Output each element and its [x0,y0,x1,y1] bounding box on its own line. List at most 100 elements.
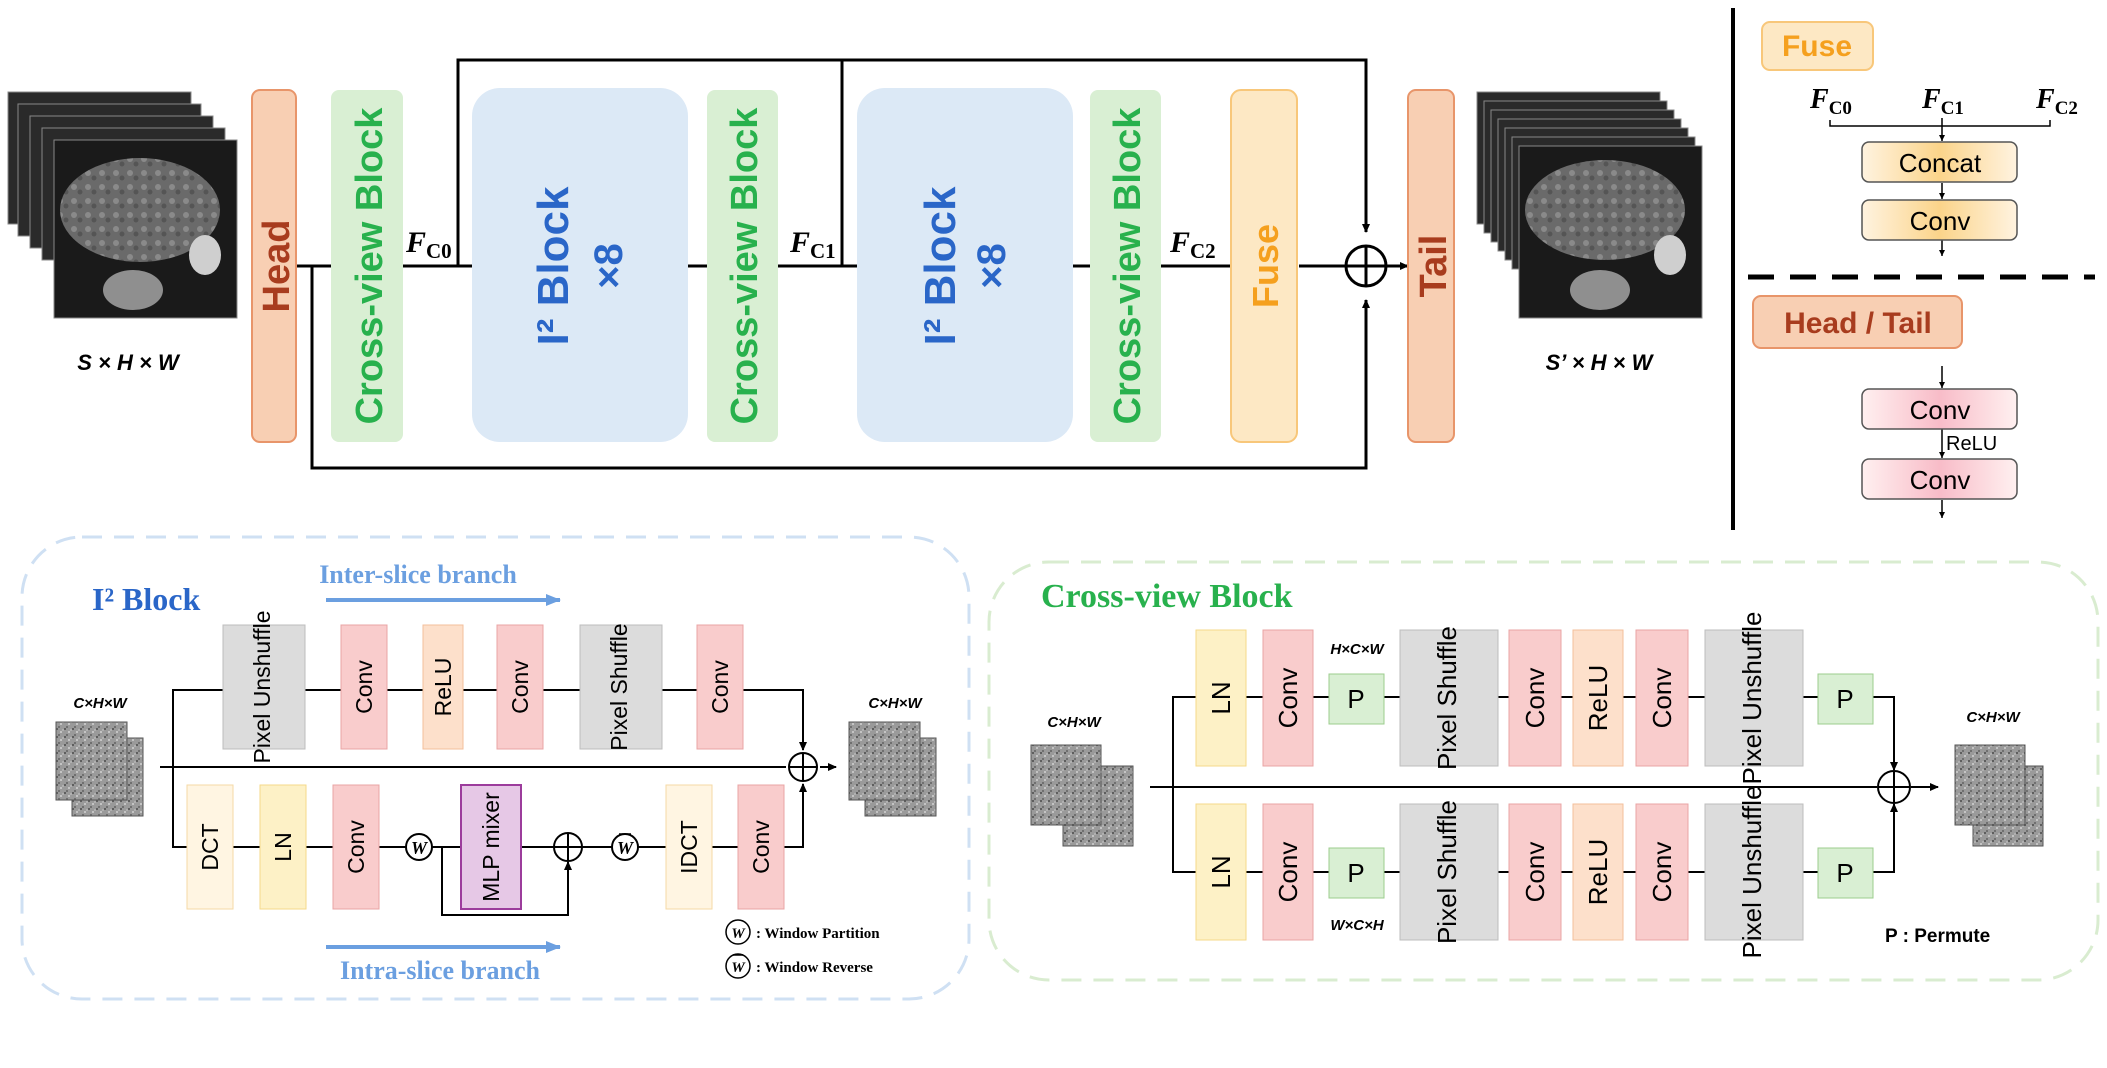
inter-conv-3-label: Conv [707,660,733,714]
cv-top-ln-label: LN [1206,681,1236,714]
window-partition-legend: W : Window Partition [725,919,880,945]
legend-fc0: FC0 [1809,84,1852,119]
cv-top-conv-3 [1635,629,1689,767]
legend-fuse-title: Fuse [1782,30,1852,63]
i2-input-image [55,721,128,801]
legend-headtail-conv-1-label: Conv [1910,395,1971,425]
intra-branch-label: Intra-slice branch [340,956,541,985]
inter-pixel-shuffle-label: Pixel Shuffle [606,623,632,750]
legend-fuse-title-box [1761,21,1874,71]
cv-bottom-conv-1-label: Conv [1273,842,1303,903]
input-slice-stack [7,91,238,319]
cv-top-conv-1 [1262,629,1314,767]
legend-relu-label: ReLU [1946,433,1997,455]
i2-connectors [160,689,837,916]
legend-concat-box [1861,141,2018,183]
cv-bottom-permute-2-label: P [1836,858,1853,888]
cv-detail-panel [987,560,2100,982]
intra-ln-label: LN [270,832,296,861]
cv-top-relu [1572,629,1624,767]
cv-top-relu-label: ReLU [1583,665,1613,731]
cv-bottom-ln [1195,803,1247,941]
fuse-block [1230,89,1298,443]
cv-top-permute-2-label: P [1836,684,1853,714]
inter-conv-1-label: Conv [351,660,377,714]
svg-text:W: W [617,838,635,858]
cv-bottom-conv-2-label: Conv [1520,842,1550,903]
cv-bottom-ln-label: LN [1206,855,1236,888]
svg-text:W: W [731,960,746,976]
cv-bottom-pixel-shuffle-label: Pixel Shuffle [1432,800,1462,944]
intra-idct-label: IDCT [676,820,702,874]
inter-relu [422,624,464,750]
input-dims-label: S × H × W [77,350,181,375]
cv-bottom-conv-3 [1635,803,1689,941]
i2-block-2 [857,88,1073,442]
i2-block-label-2: I² Block [916,186,965,345]
intra-conv-1 [332,784,380,910]
i2-dims-in: C×H×W [73,695,128,712]
intra-conv-2-label: Conv [748,820,774,874]
output-slice-stack [1476,91,1703,319]
cv-top-conv-2 [1508,629,1562,767]
cv-output-image [1954,744,2026,826]
cv-top-pixel-unshuffle [1704,629,1804,767]
inter-conv-3 [696,624,744,750]
fc2-label: FC2 [1169,226,1216,263]
legend-headtail-title: Head / Tail [1784,307,1932,340]
legend-fc2: FC2 [2035,84,2078,119]
fc0-label: FC0 [405,226,452,263]
i2-detail-title: I² Block [92,581,200,617]
cv-bottom-relu [1572,803,1624,941]
cross-view-label-1: Cross-view Block [349,107,391,425]
intra-dct [186,784,234,910]
cv-bottom-permute-2 [1817,847,1874,899]
intra-idct [665,784,713,910]
intra-mlp-mixer [460,784,522,910]
intra-conv-1-label: Conv [343,820,369,874]
cross-view-label-3: Cross-view Block [1107,107,1149,425]
legend-headtail-conv-2-label: Conv [1910,465,1971,495]
cv-bottom-conv-1 [1262,803,1314,941]
legend-headtail-conv-2 [1861,458,2018,500]
svg-text:W: W [411,838,429,858]
svg-text:: Window Partition: : Window Partition [756,926,880,942]
cv-bottom-pixel-unshuffle [1704,803,1804,941]
cv-top-conv-1-label: Conv [1273,668,1303,729]
inter-branch-label: Inter-slice branch [319,560,517,589]
head-block [251,89,297,443]
inter-pixel-shuffle [579,624,663,750]
i2-output-image [848,721,921,801]
cross-view-label-2: Cross-view Block [724,107,766,425]
cross-view-block-3 [1090,90,1161,442]
legend-concat-label: Concat [1899,148,1982,178]
intra-ln [259,784,307,910]
output-dims-label: S’ × H × W [1546,350,1655,375]
legend-fuse-conv-box [1861,199,2018,241]
cv-bottom-permute-1 [1328,847,1385,899]
cv-bottom-conv-2 [1508,803,1562,941]
head-label: Head [256,220,298,313]
legend-headtail-conv-1 [1861,388,2018,430]
sum-node [1344,244,1388,288]
cv-bottom-conv-3-label: Conv [1647,842,1677,903]
cv-top-pixel-shuffle-label: Pixel Shuffle [1432,626,1462,770]
window-reverse-legend: W : Window Reverse [725,953,873,979]
cv-sum-node [1877,770,1911,804]
cv-dims-in: C×H×W [1047,714,1102,731]
cv-dims-out: C×H×W [1966,709,2021,726]
cv-bottom-perm-dims: W×C×H [1330,917,1385,934]
fc1-label: FC1 [789,226,836,263]
window-partition-icon: W [405,833,433,861]
inter-conv-1 [340,624,388,750]
cv-top-pixel-shuffle [1399,629,1499,767]
tail-block [1407,89,1455,443]
inter-relu-label: ReLU [430,658,456,717]
inter-pixel-unshuffle-label: Pixel Unshuffle [249,611,275,764]
legend-fc1: FC1 [1921,84,1964,119]
inter-pixel-unshuffle [222,624,306,750]
cv-permute-note: P : Permute [1885,926,1990,947]
cv-bottom-pixel-unshuffle-label: Pixel Unshuffle [1737,786,1767,959]
intra-conv-2 [737,784,785,910]
cv-bottom-permute-1-label: P [1347,858,1364,888]
